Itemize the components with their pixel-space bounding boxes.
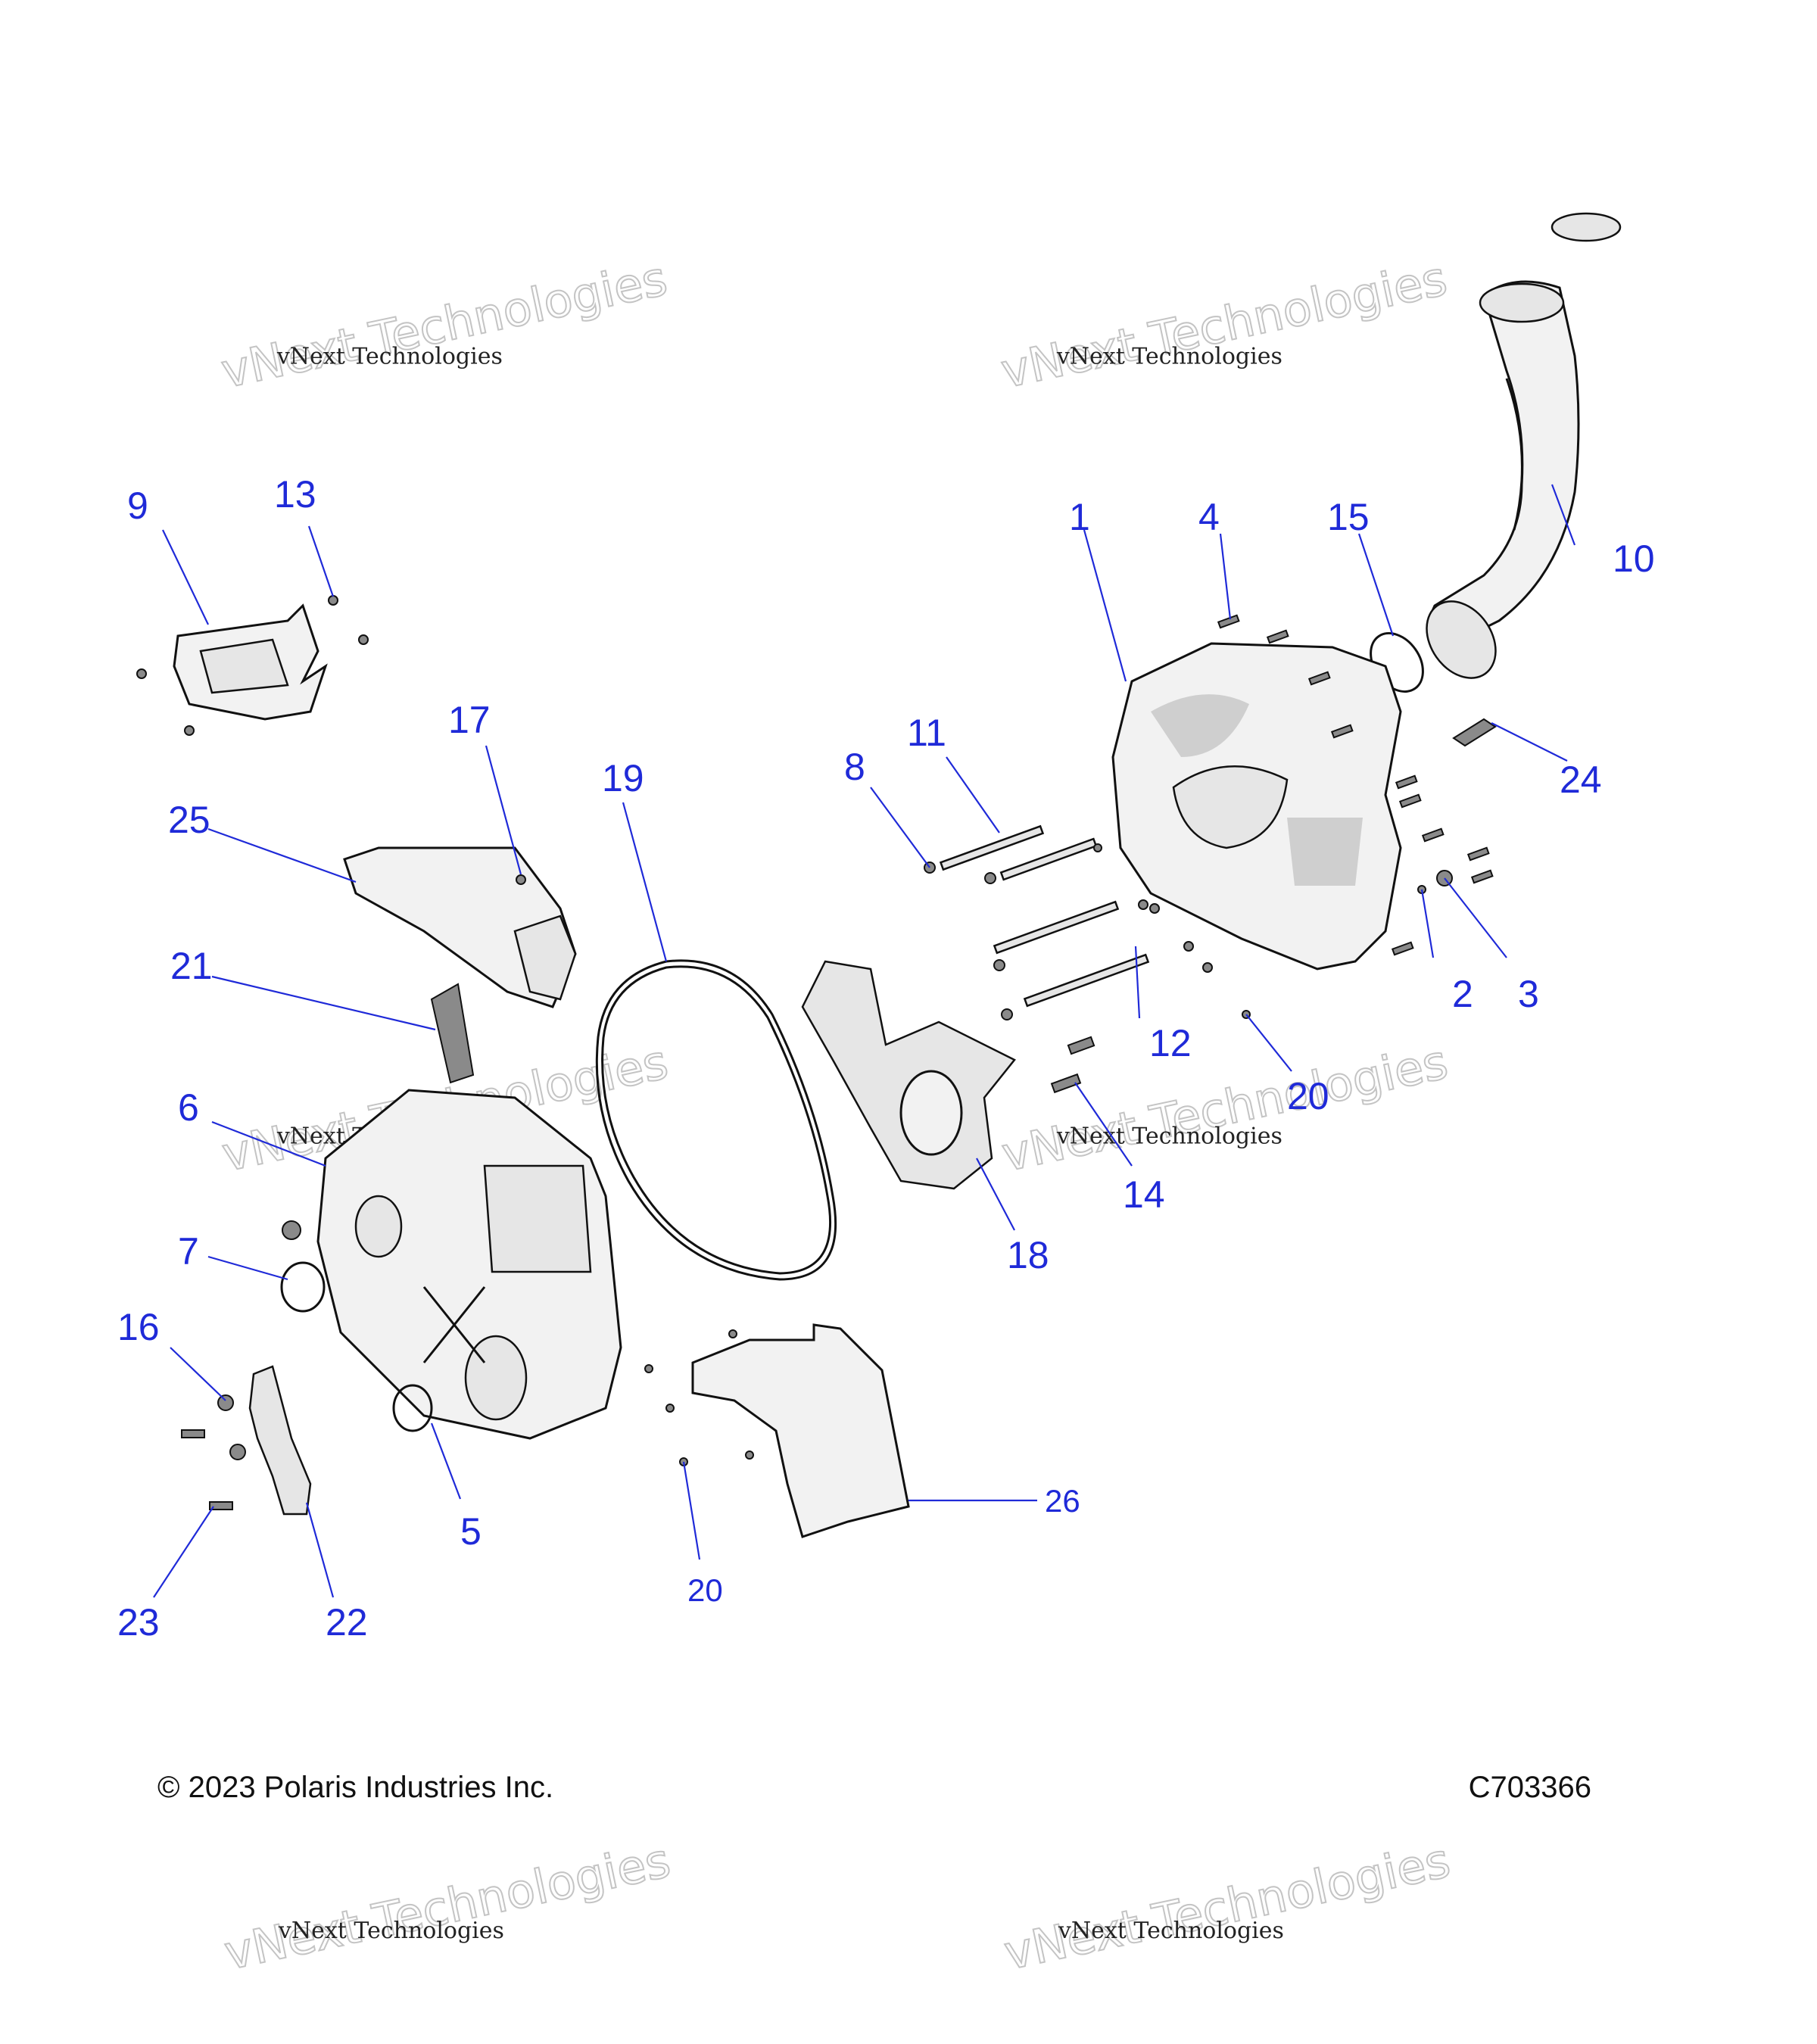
callout-26: 26 — [1045, 1483, 1080, 1519]
outer-clutch-cover — [1111, 642, 1402, 971]
intake-box — [343, 846, 577, 1008]
callout-13: 13 — [274, 473, 316, 516]
callout-4: 4 — [1198, 496, 1220, 538]
callout-16: 16 — [117, 1306, 160, 1348]
callout-14: 14 — [1123, 1173, 1165, 1216]
backing-plate — [801, 960, 1016, 1190]
callout-18: 18 — [1007, 1234, 1049, 1276]
drive-belt — [595, 959, 837, 1281]
watermark-bottom-left: vNext Technologies vNext Technologies — [219, 1832, 675, 1982]
o-ring-7 — [280, 1261, 326, 1313]
callout-7: 7 — [178, 1230, 199, 1273]
callout-24: 24 — [1560, 759, 1602, 801]
callout-5: 5 — [460, 1510, 482, 1553]
small-tab — [1452, 718, 1497, 747]
callout-19: 19 — [602, 757, 644, 799]
callout-12: 12 — [1149, 1022, 1192, 1064]
watermark-mid-right: vNext Technologies vNext Technologies — [996, 1033, 1453, 1183]
callout-3: 3 — [1518, 973, 1539, 1015]
watermark-big-text: vNext Technologies — [220, 1833, 675, 1981]
watermark-small-text: vNext Technologies — [1058, 1918, 1284, 1944]
filter-screen — [430, 983, 475, 1084]
callout-8: 8 — [844, 746, 865, 788]
watermark-big-text: vNext Technologies — [999, 1833, 1454, 1981]
callout-21: 21 — [170, 945, 213, 987]
callout-11: 11 — [907, 712, 946, 754]
watermark-small-text: vNext Technologies — [276, 343, 503, 369]
watermark-small-text: vNext Technologies — [1056, 343, 1282, 369]
watermark-big-text: vNext Technologies — [996, 251, 1451, 399]
gasket-frame — [136, 595, 369, 736]
inner-clutch-housing — [282, 1089, 622, 1440]
callout-17: 17 — [448, 699, 491, 741]
callout-20-upper: 20 — [1287, 1075, 1329, 1117]
lower-shield — [644, 1323, 910, 1538]
short-bolts — [1050, 1036, 1095, 1094]
callout-labels: 1 2 3 4 5 6 7 8 9 10 11 12 13 14 15 16 1… — [117, 473, 1655, 1644]
callout-9: 9 — [127, 485, 148, 527]
mount-bracket — [181, 1365, 312, 1516]
o-ring-5 — [392, 1384, 433, 1432]
watermark-top-left: vNext Technologies vNext Technologies — [216, 250, 672, 400]
copyright-text: © 2023 Polaris Industries Inc. — [157, 1771, 553, 1804]
watermark-bottom-right: vNext Technologies vNext Technologies — [999, 1832, 1455, 1982]
callout-10: 10 — [1613, 537, 1655, 580]
callout-2: 2 — [1452, 973, 1473, 1015]
callout-15: 15 — [1327, 496, 1370, 538]
callout-25: 25 — [168, 799, 210, 841]
callout-20-lower: 20 — [687, 1572, 723, 1608]
leader-lines — [153, 484, 1576, 1598]
watermark-big-text: vNext Technologies — [997, 1034, 1452, 1182]
long-bolts — [924, 824, 1150, 1020]
callout-22: 22 — [326, 1601, 368, 1644]
footer: © 2023 Polaris Industries Inc. C703366 — [157, 1771, 1591, 1804]
figure-id: C703366 — [1469, 1771, 1591, 1804]
watermark-top-right: vNext Technologies vNext Technologies — [996, 250, 1452, 400]
intake-duct — [1426, 212, 1622, 679]
watermark-small-text: vNext Technologies — [1056, 1123, 1282, 1149]
callout-23: 23 — [117, 1601, 160, 1644]
watermark-big-text: vNext Technologies — [217, 251, 672, 399]
callout-1: 1 — [1069, 496, 1090, 538]
watermark-small-text: vNext Technologies — [278, 1918, 504, 1944]
callout-6: 6 — [178, 1086, 199, 1129]
